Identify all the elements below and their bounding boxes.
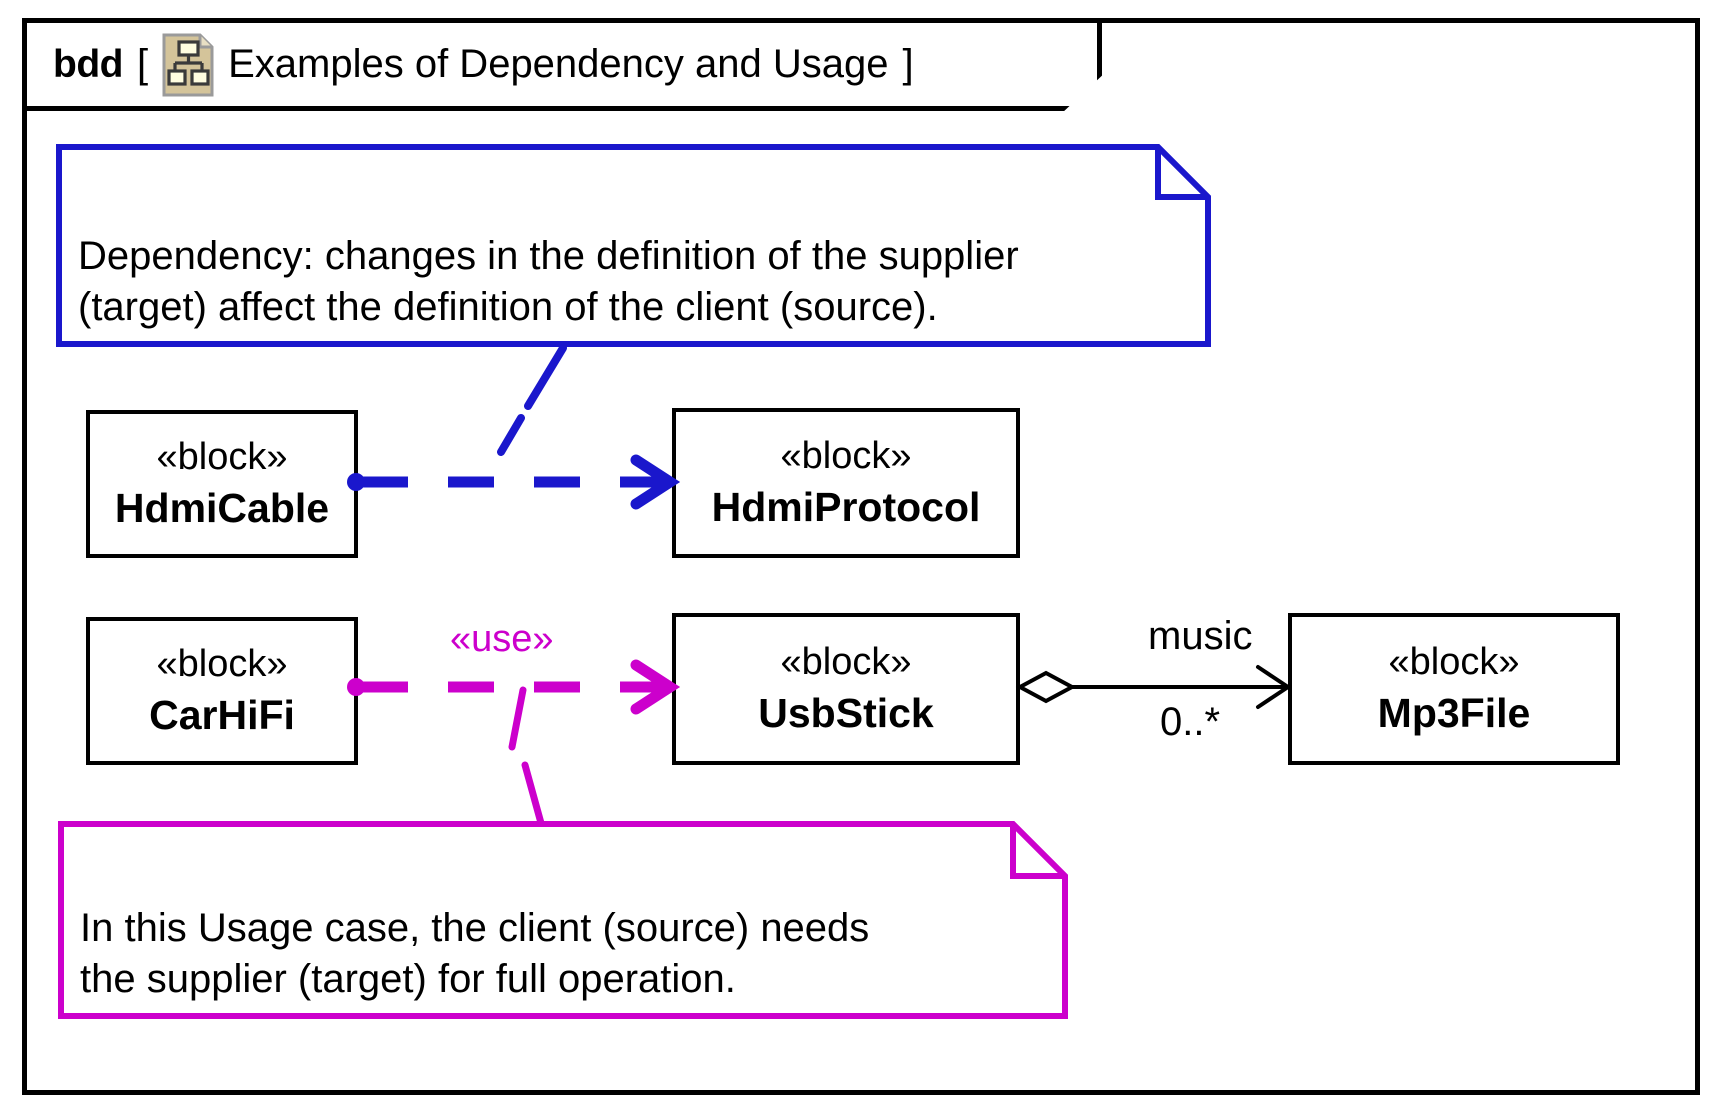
block-stereotype: «block» (156, 435, 288, 478)
usage-stereotype-label: «use» (450, 618, 554, 660)
connector-dependency-hdmicable-hdmiprotocol[interactable] (347, 454, 688, 515)
block-mp3file[interactable]: «block» Mp3File (1288, 613, 1620, 765)
association-multiplicity-label: 0..* (1160, 700, 1221, 744)
note-dependency-text: Dependency: changes in the definition of… (78, 233, 1019, 329)
bracket-open: [ (136, 42, 149, 86)
association-role-label: music (1148, 614, 1253, 658)
block-name: UsbStick (758, 690, 934, 737)
diagram-frame-header: bdd [ Examples of Dependency and Usage ] (22, 18, 1102, 111)
connector-usage-carhifi-usbstick[interactable] (347, 659, 688, 720)
block-hdmiprotocol[interactable]: «block» HdmiProtocol (672, 408, 1020, 558)
block-hdmicable[interactable]: «block» HdmiCable (86, 410, 358, 558)
block-stereotype: «block» (1388, 640, 1520, 683)
block-stereotype: «block» (156, 642, 288, 685)
block-usbstick[interactable]: «block» UsbStick (672, 613, 1020, 765)
block-carhifi[interactable]: «block» CarHiFi (86, 617, 358, 765)
block-name: CarHiFi (149, 692, 295, 739)
bdd-diagram-icon (162, 33, 214, 97)
block-name: HdmiProtocol (711, 484, 981, 531)
note-usage: In this Usage case, the client (source) … (58, 821, 1068, 1019)
leader-line-dependency (495, 340, 605, 460)
leader-line-usage (498, 685, 588, 830)
note-dependency: Dependency: changes in the definition of… (56, 144, 1211, 347)
block-stereotype: «block» (780, 640, 912, 683)
diagram-kind-label: bdd (53, 42, 123, 86)
connector-association-music[interactable] (1015, 645, 1298, 735)
block-name: HdmiCable (114, 485, 330, 532)
note-usage-text: In this Usage case, the client (source) … (80, 905, 870, 1001)
diagram-title: Examples of Dependency and Usage (228, 42, 889, 86)
block-name: Mp3File (1377, 690, 1531, 737)
bracket-close: ] (902, 42, 914, 86)
block-stereotype: «block» (780, 434, 912, 477)
